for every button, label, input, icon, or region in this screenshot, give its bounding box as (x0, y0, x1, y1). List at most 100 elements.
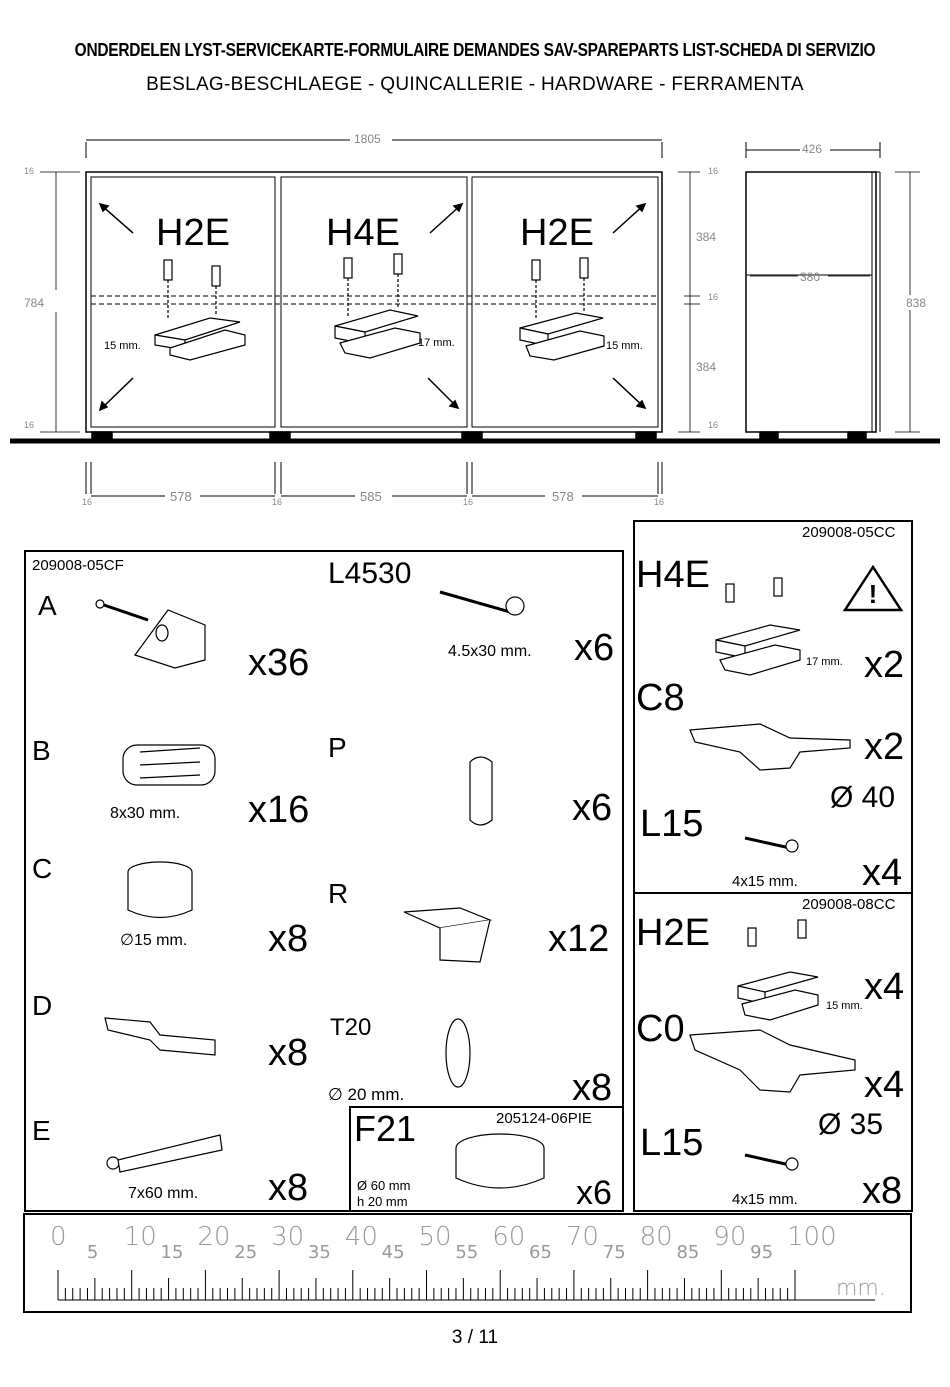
dim-panel: 16 (272, 497, 283, 507)
cup-qty: x2 (864, 726, 905, 768)
item-letter-b: B (32, 735, 51, 766)
part-code: 209008-05CC (802, 524, 896, 541)
item-letter-a: A (38, 590, 57, 621)
ruler-major-label: 10 (123, 1222, 157, 1252)
dim-shelf-bottom: 384 (696, 360, 717, 374)
cup-code: C8 (636, 677, 685, 719)
item-qty-a: x36 (248, 642, 310, 684)
ruler-minor-label: 5 (86, 1242, 99, 1263)
foot-qty: x6 (576, 1174, 612, 1212)
dim-panel: 16 (463, 497, 474, 507)
item-qty-c: x8 (268, 918, 309, 960)
hinge-qty: x2 (864, 644, 905, 686)
ruler-minor-label: 55 (455, 1242, 479, 1263)
hinge-label: H4E (326, 212, 400, 254)
item-size-t20: ∅ 20 mm. (328, 1085, 405, 1104)
hinge-mm-label: 17 mm. (418, 337, 455, 349)
foot-ref: 205124-06PIE (496, 1110, 592, 1127)
ruler-major-label: 40 (344, 1222, 378, 1252)
cup-code: C0 (636, 1008, 685, 1050)
screw-qty: x4 (862, 852, 903, 894)
item-letter-t20: T20 (330, 1014, 372, 1041)
hinge-code: H2E (636, 912, 710, 954)
ruler-minor-label: 65 (529, 1242, 552, 1263)
dim-panel: 16 (708, 292, 719, 302)
cup-qty: x4 (864, 1064, 905, 1106)
dim-panel: 16 (708, 420, 719, 430)
screw-qty: x6 (574, 627, 615, 669)
foot-size-diameter: Ø 60 mm (357, 1178, 411, 1193)
cup-diameter: Ø 40 (830, 781, 896, 814)
item-qty-r: x12 (548, 918, 610, 960)
item-qty-b: x16 (248, 789, 310, 831)
screw-qty: x8 (862, 1170, 903, 1212)
item-qty-e: x8 (268, 1167, 309, 1209)
dim-bottom-width: 578 (552, 489, 574, 504)
hinge-label: H2E (156, 212, 230, 254)
screw-code: L15 (640, 1122, 704, 1164)
ruler-major-label: 80 (639, 1222, 673, 1252)
foot-size-height: h 20 mm (357, 1194, 408, 1209)
ruler-major-label: 70 (565, 1222, 599, 1252)
dim-depth: 426 (802, 142, 823, 156)
item-letter-p: P (328, 732, 347, 763)
dim-inner-depth: 380 (800, 270, 821, 284)
foot-code: F21 (354, 1108, 417, 1149)
item-letter-d: D (32, 990, 53, 1021)
dim-panel: 16 (24, 420, 35, 430)
ruler-major-label: 50 (418, 1222, 452, 1252)
ruler-major-label: 20 (197, 1222, 231, 1252)
item-letter-e: E (32, 1115, 51, 1146)
ruler-minor-label: 15 (160, 1242, 184, 1263)
ruler-minor-label: 35 (307, 1242, 331, 1263)
screw-size: 4x15 mm. (732, 873, 798, 890)
item-letter-r: R (328, 878, 349, 909)
hinge-mm-label: 15 mm. (826, 1000, 863, 1012)
svg-text:!: ! (869, 579, 878, 609)
item-qty-t20: x8 (572, 1067, 613, 1109)
item-size-e: 7x60 mm. (128, 1185, 199, 1202)
ruler-unit: mm. (836, 1276, 886, 1301)
ruler-major-label: 100 (787, 1222, 837, 1252)
cup-diameter: Ø 35 (818, 1108, 884, 1141)
dim-bottom-width: 585 (360, 489, 382, 504)
hinge-label: H2E (520, 212, 594, 254)
part-code: 209008-05CF (32, 557, 124, 574)
ruler-minor-label: 75 (602, 1242, 626, 1263)
page-number: 3 / 11 (451, 1327, 499, 1348)
ruler-major-label: 30 (271, 1222, 305, 1252)
hinge-mm-label: 17 mm. (806, 656, 843, 668)
ruler-minor-label: 95 (750, 1242, 774, 1263)
dim-panel: 16 (24, 166, 35, 176)
dim-bottom-width: 578 (170, 489, 192, 504)
dim-shelf-top: 384 (696, 230, 717, 244)
ruler-major-label: 60 (492, 1222, 526, 1252)
ruler-major-label: 0 (50, 1222, 67, 1252)
hinge-mm-label: 15 mm. (606, 340, 643, 352)
item-size-c: ∅15 mm. (120, 932, 188, 949)
ruler-minor-label: 45 (381, 1242, 405, 1263)
ruler-minor-label: 25 (234, 1242, 258, 1263)
page-subtitle: BESLAG-BESCHLAEGE - QUINCALLERIE - HARDW… (146, 74, 804, 95)
item-letter-c: C (32, 853, 53, 884)
screw-size: 4.5x30 mm. (448, 643, 532, 660)
hinge-qty: x4 (864, 966, 905, 1008)
dim-panel: 16 (82, 497, 93, 507)
hinge-code: H4E (636, 554, 710, 596)
ruler-major-label: 90 (713, 1222, 747, 1252)
page-title: ONDERDELEN LYST-SERVICEKARTE-FORMULAIRE … (74, 40, 876, 60)
item-size-b: 8x30 mm. (110, 805, 181, 822)
dim-panel: 16 (708, 166, 719, 176)
screw-code: L4530 (328, 557, 412, 590)
screw-code: L15 (640, 803, 704, 845)
dim-panel: 16 (654, 497, 665, 507)
part-code: 209008-08CC (802, 896, 896, 913)
dim-height-right: 838 (906, 296, 927, 310)
ruler-minor-label: 85 (676, 1242, 700, 1263)
item-qty-d: x8 (268, 1032, 309, 1074)
dim-height-left: 784 (24, 296, 45, 310)
hinge-mm-label: 15 mm. (104, 340, 141, 352)
screw-size: 4x15 mm. (732, 1191, 798, 1208)
dim-width-total: 1805 (354, 132, 381, 146)
